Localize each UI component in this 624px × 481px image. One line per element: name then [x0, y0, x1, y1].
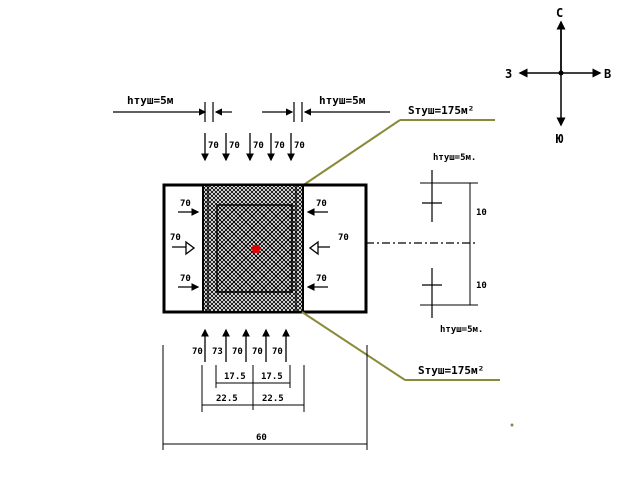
fire-origin-marker: [251, 245, 261, 253]
compass-west-label: З: [505, 67, 512, 81]
s-bottom-label: Sтуш=175м²: [418, 364, 484, 377]
dim-outer-left: 22.5: [216, 394, 238, 404]
bottom-dim-3: 70: [232, 347, 243, 357]
dim-total: [162, 345, 368, 450]
dim-inner-right: 17.5: [261, 372, 283, 382]
s-top-label: Sтуш=175м²: [408, 104, 474, 117]
right-dim-10-bottom: 10: [476, 281, 487, 291]
compass-south-label: Ю: [556, 132, 564, 146]
s-top-leader: [301, 119, 401, 187]
right-dim-1: 70: [316, 199, 327, 209]
right-dim-3: 70: [316, 274, 327, 284]
dim-22-5: [201, 365, 305, 412]
s-bottom-leader: [301, 311, 406, 381]
h-left-label: hтуш=5м: [127, 94, 174, 107]
h-right-bottom-label: hтуш=5м.: [440, 325, 483, 335]
bottom-dim-2: 73: [212, 347, 223, 357]
left-side-arrows: [178, 208, 200, 291]
bottom-dim-4: 70: [252, 347, 263, 357]
top-dim-5: 70: [294, 141, 305, 151]
dim-total-60: 60: [256, 433, 267, 443]
right-dim-2: 70: [338, 233, 349, 243]
compass: [518, 20, 602, 127]
left-dim-3: 70: [180, 274, 191, 284]
left-dim-1: 70: [180, 199, 191, 209]
stray-dot: [510, 423, 514, 427]
top-dim-4: 70: [274, 141, 285, 151]
right-side-arrows: [306, 208, 328, 291]
top-dim-1: 70: [208, 141, 219, 151]
right-dim-10-top: 10: [476, 208, 487, 218]
compass-north-label: С: [556, 6, 563, 20]
bottom-dim-5: 70: [272, 347, 283, 357]
left-hollow-arrow: [172, 240, 196, 256]
compass-center: [558, 70, 564, 76]
top-dim-3: 70: [253, 141, 264, 151]
bottom-arrows: [201, 328, 290, 362]
left-dim-2: 70: [170, 233, 181, 243]
bottom-dim-1: 70: [192, 347, 203, 357]
right-hollow-arrow: [308, 240, 330, 256]
dim-outer-right: 22.5: [262, 394, 284, 404]
h-right-label: hтуш=5м: [319, 94, 366, 107]
top-dim-2: 70: [229, 141, 240, 151]
dim-inner-left: 17.5: [224, 372, 246, 382]
top-arrows: [201, 133, 295, 162]
h-right-top-label: hтуш=5м.: [433, 153, 476, 163]
dim-17-5: [215, 365, 291, 410]
compass-east-label: В: [604, 67, 611, 81]
